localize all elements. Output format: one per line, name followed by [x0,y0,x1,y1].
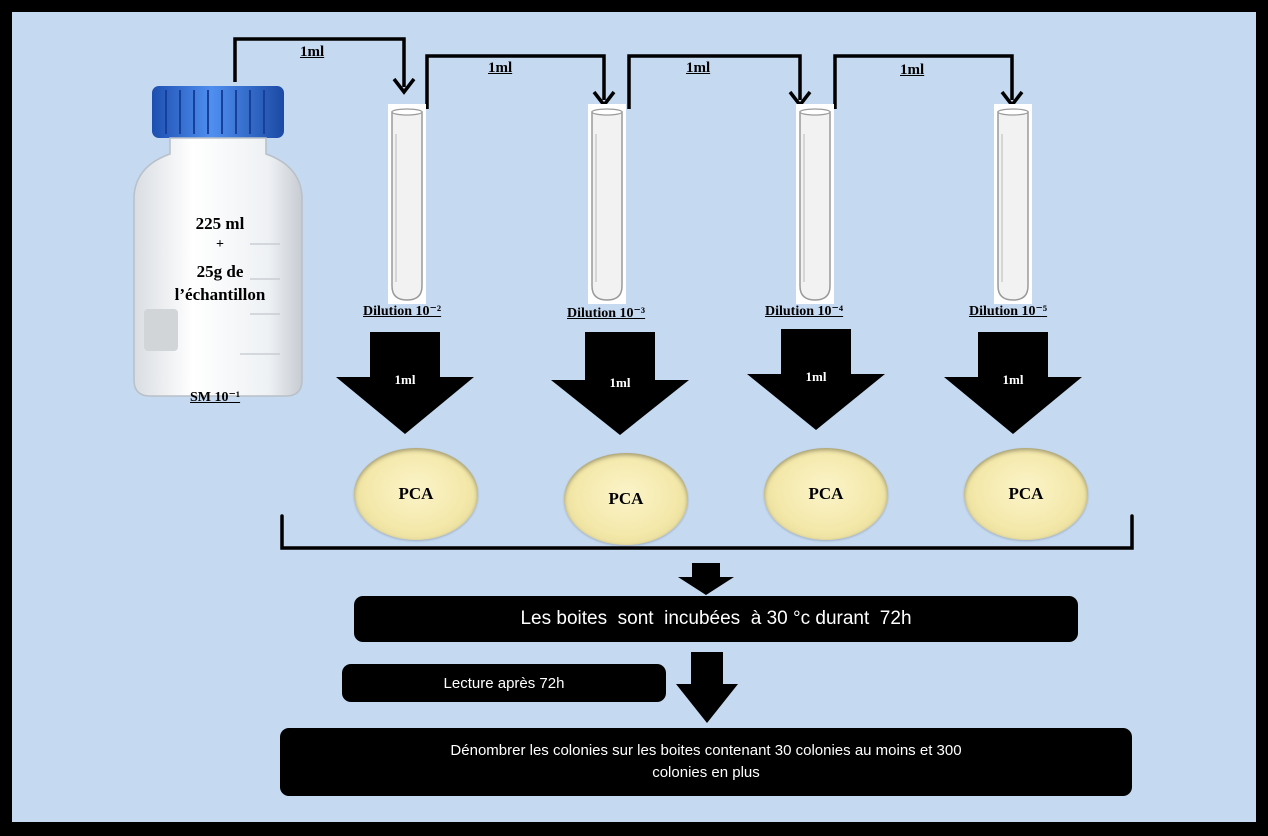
dilution-label-2: Dilution 10⁻³ [567,306,646,321]
down-arrow-label-1: 1ml [394,372,416,387]
bottle-plus: + [216,237,224,252]
bottle-sample-2: l’échantillon [174,285,266,304]
transfer-line-2 [425,54,606,109]
bottle-sample: 25g de [196,262,244,281]
transfer-line-4 [833,54,1014,109]
down-arrow-4 [944,332,1082,434]
down-arrow-lecture [676,652,738,723]
lecture-text: Lecture après 72h [443,674,565,692]
dilution-label-1: Dilution 10⁻² [363,304,442,319]
plate-label: PCA [608,489,644,508]
count-text-1: Dénombrer les colonies sur les boites co… [450,742,962,759]
down-arrow-label-3: 1ml [805,369,827,384]
plate-label: PCA [1008,484,1044,503]
arrowhead-1 [392,77,416,95]
dilution-label-4: Dilution 10⁻⁵ [969,304,1048,319]
pca-plate-2: PCA [564,453,688,545]
test-tube-icon [588,104,626,304]
transfer-line-3 [627,54,802,109]
dilution-label-3: Dilution 10⁻⁴ [765,304,844,319]
stock-solution-label: SM 10⁻¹ [190,390,241,405]
transfer-label-3: 1ml [686,60,711,76]
pca-plate-1: PCA [354,448,478,540]
test-tube-icon [388,104,426,304]
test-tube-icon [796,104,834,304]
down-arrow-label-2: 1ml [609,375,631,390]
pca-plate-4: PCA [964,448,1088,540]
plate-label: PCA [398,484,434,503]
sample-bottle: 225 ml + 25g de l’échantillon [130,84,312,402]
flow-lines [233,37,1134,723]
down-arrow-small [678,563,734,595]
down-arrow-2 [551,332,689,435]
bracket [280,514,1134,550]
incubation-text: Les boites sont incubées à 30 °c durant … [520,608,912,629]
plate-label: PCA [808,484,844,503]
count-text-2: colonies en plus [652,764,760,781]
count-step: Dénombrer les colonies sur les boites co… [280,728,1132,796]
bottle-icon [133,86,303,397]
transfer-line-1 [233,37,406,87]
transfer-label-2: 1ml [488,60,513,76]
down-arrow-label-4: 1ml [1002,372,1024,387]
bottle-volume: 225 ml [195,214,245,233]
transfer-label-4: 1ml [900,62,925,78]
transfer-label-1: 1ml [300,44,325,60]
pca-plate-3: PCA [764,448,888,540]
incubation-step: Les boites sont incubées à 30 °c durant … [354,596,1078,642]
test-tube-icon [994,104,1032,304]
diagram-panel: 225 ml + 25g de l’échantillon SM 10⁻¹ 1m… [12,12,1256,822]
down-arrow-1 [336,332,474,434]
lecture-step: Lecture après 72h [342,664,666,702]
down-arrow-3 [747,329,885,430]
